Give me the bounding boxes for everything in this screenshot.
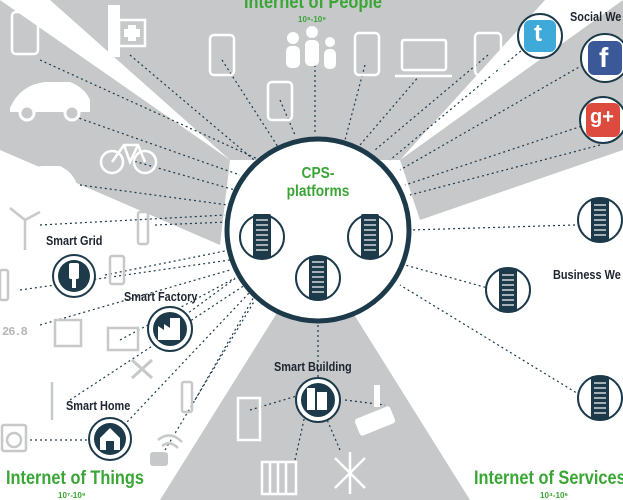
washer-icon: [0, 423, 28, 453]
section-range-people: 10⁸-10⁹: [298, 15, 327, 24]
display-icon: 26.8: [2, 325, 28, 339]
server-icon: [239, 214, 285, 260]
smart-home-node[interactable]: [88, 417, 132, 461]
business-web-label: Business We: [553, 267, 621, 282]
wrench-icon: [130, 358, 154, 380]
section-range-services: 10⁴-10⁶: [540, 491, 569, 500]
smart-grid-label: Smart Grid: [46, 233, 103, 248]
phone-icon: [353, 31, 381, 77]
smart-factory-label: Smart Factory: [124, 289, 198, 304]
solar-panel-icon: [53, 318, 83, 348]
smart-factory-node[interactable]: [147, 306, 193, 352]
hub-servers: [239, 214, 393, 301]
twitter-icon-glyph: t: [534, 20, 542, 47]
server-icon: [295, 255, 341, 301]
charger-icon: [0, 268, 10, 302]
facebook-icon-glyph: f: [599, 42, 609, 73]
business-servers: [485, 197, 623, 421]
smart-building-node[interactable]: [295, 377, 341, 423]
smart-grid-node[interactable]: [52, 254, 96, 298]
things-devices: [0, 207, 194, 453]
battery-icon: [108, 254, 126, 286]
phone-icon: [10, 10, 40, 56]
cps-platform-hub[interactable]: [224, 136, 412, 324]
phone-icon: [473, 31, 503, 77]
google-plus-icon-glyph: g+: [590, 106, 614, 128]
smart-building-label: Smart Building: [274, 359, 352, 374]
camera-icon: [354, 385, 396, 436]
charger-icon: [180, 380, 194, 414]
twitter-icon[interactable]: [517, 13, 563, 59]
barcode-icon: [106, 326, 140, 352]
server-icon: [577, 375, 623, 421]
google-plus-icon[interactable]: [579, 96, 623, 144]
alarm-icon: [150, 452, 168, 466]
door-icon: [236, 396, 262, 442]
server-icon: [577, 197, 623, 243]
electric-car-icon: [10, 166, 76, 192]
medical-icon: [108, 5, 147, 57]
snowflake-icon: [334, 452, 366, 494]
people-devices: [10, 10, 503, 122]
server-icon: [347, 214, 393, 260]
section-title-people: Internet of People: [244, 0, 383, 13]
server-icon: [485, 267, 531, 313]
people-group-icon: [286, 26, 336, 69]
section-title-things: Internet of Things: [6, 468, 144, 489]
section-range-things: 10⁷-10⁹: [58, 491, 86, 500]
social-web-label: Social We: [570, 9, 622, 24]
electric-car-icon: [10, 82, 90, 122]
wedge-things: [0, 0, 230, 245]
phone-icon: [208, 33, 236, 77]
phone-icon: [266, 80, 294, 122]
section-title-services: Internet of Services: [474, 468, 623, 489]
cps-title-line1: CPS-: [301, 165, 335, 182]
laptop-icon: [400, 38, 448, 72]
bicycle-icon: [99, 143, 158, 175]
charger-icon: [136, 210, 150, 246]
facebook-icon[interactable]: [580, 33, 623, 83]
wedge-services: [400, 0, 623, 220]
wifi-icon: [157, 434, 183, 449]
cps-title-line2: platforms: [286, 183, 350, 200]
smart-home-label: Smart Home: [66, 398, 131, 413]
building-devices: [236, 396, 298, 496]
